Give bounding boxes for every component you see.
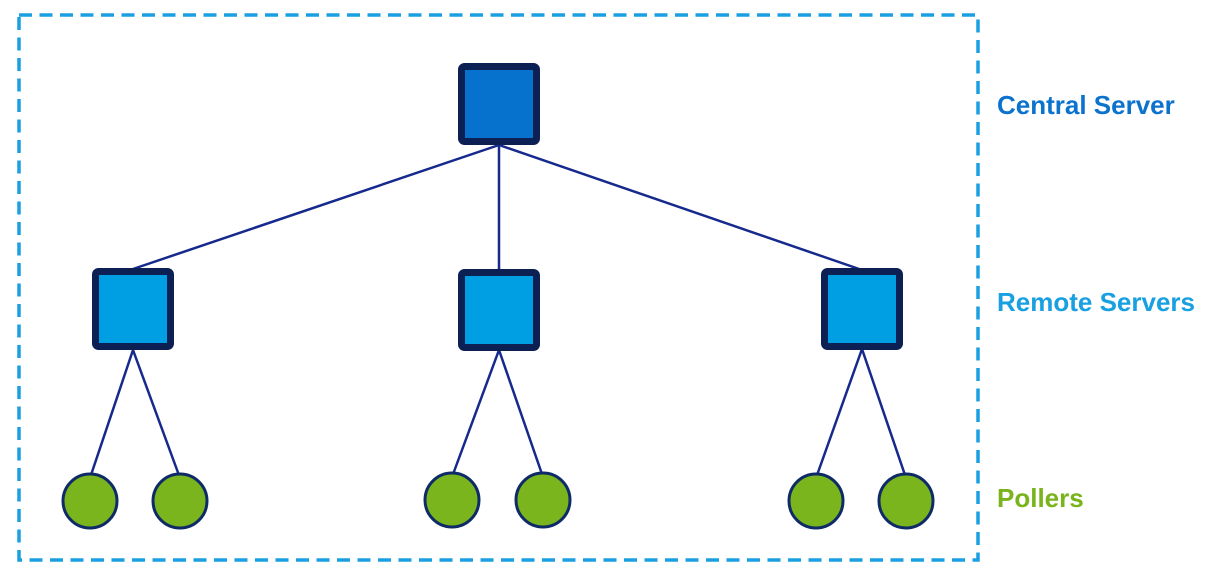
central-server-node — [458, 63, 540, 145]
poller-node-4 — [514, 471, 572, 529]
central-server-label: Central Server — [997, 90, 1175, 120]
edge-remote-server-node-3-to-poller-node-6 — [860, 348, 908, 479]
poller-node-1 — [61, 472, 119, 530]
remote-server-node-3 — [821, 268, 903, 350]
poller-node-3 — [423, 471, 481, 529]
edge-remote-server-node-2-to-poller-node-3 — [450, 349, 501, 478]
edge-central-server-node-to-remote-server-node-1 — [132, 143, 500, 271]
poller-node-5 — [787, 472, 845, 530]
edge-remote-server-node-1-to-poller-node-2 — [131, 349, 182, 479]
remote-server-node-1 — [92, 268, 174, 350]
pollers-label: Pollers — [997, 483, 1084, 513]
poller-node-6 — [877, 472, 935, 530]
dashed-boundary — [17, 13, 980, 562]
remote-servers-label: Remote Servers — [997, 287, 1195, 317]
poller-node-2 — [151, 472, 209, 530]
remote-server-node-2 — [458, 269, 540, 351]
edge-remote-server-node-3-to-poller-node-5 — [814, 348, 864, 479]
edge-remote-server-node-2-to-poller-node-4 — [497, 349, 545, 478]
edge-central-server-node-to-remote-server-node-3 — [498, 143, 863, 272]
edge-remote-server-node-1-to-poller-node-1 — [88, 349, 135, 479]
